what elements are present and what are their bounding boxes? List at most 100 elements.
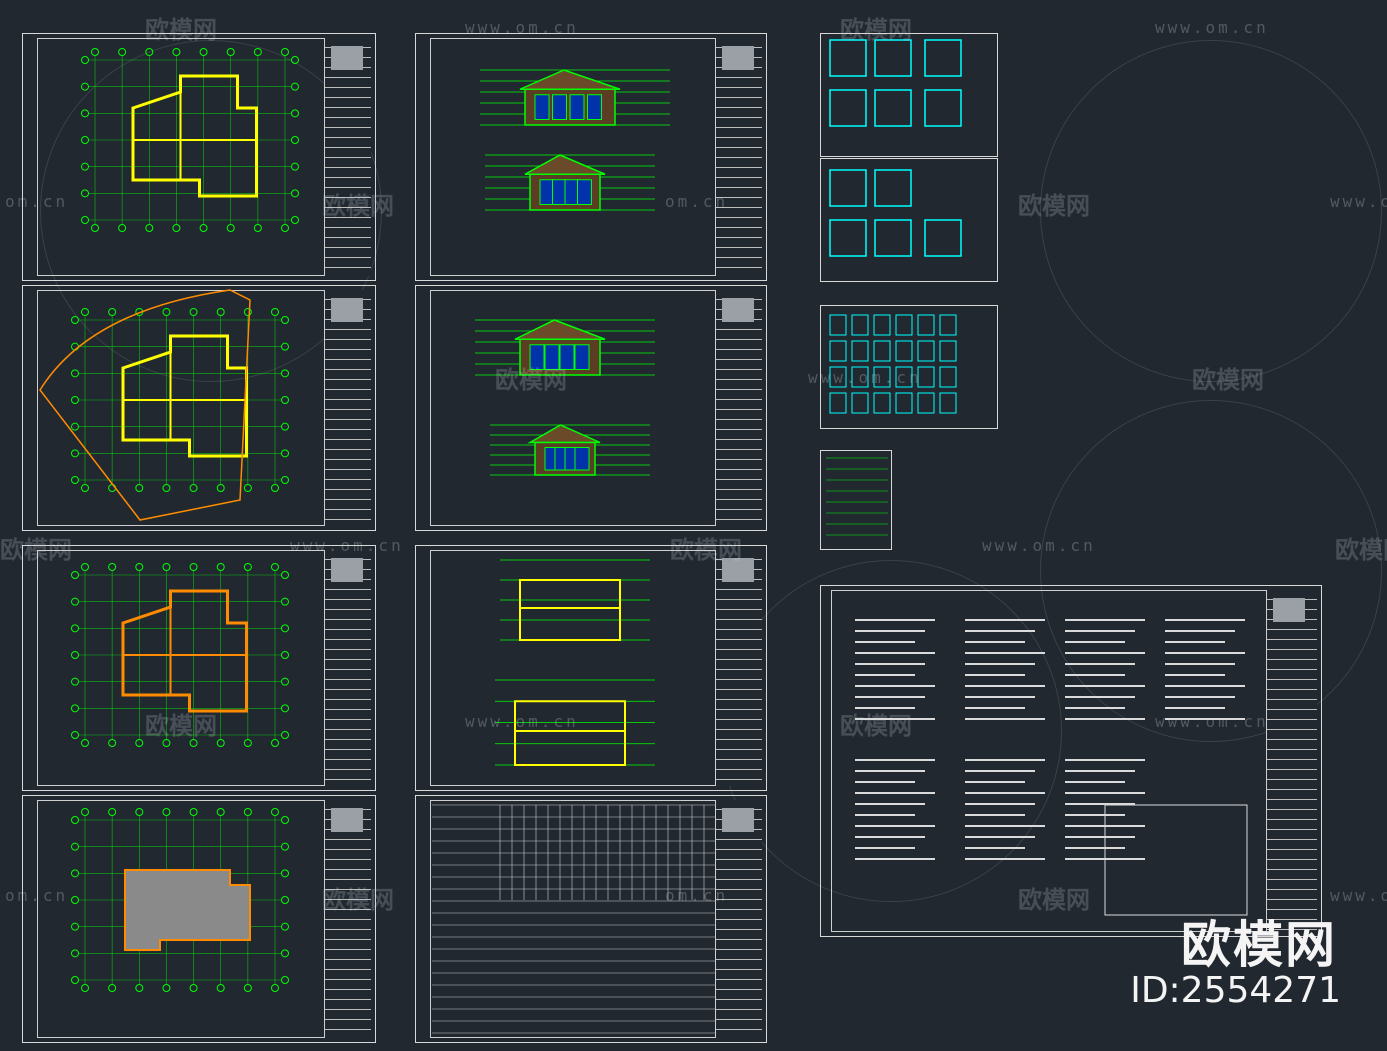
axis-bubble — [71, 677, 79, 686]
window — [564, 179, 580, 205]
axis-bubble — [271, 739, 279, 747]
watermark-url: www.om.cn — [1155, 18, 1269, 37]
detail-drawing — [874, 89, 912, 127]
axis-bubble — [145, 224, 154, 232]
axis-bubble — [291, 136, 299, 144]
axis-bubble — [71, 571, 79, 579]
axis-bubble — [271, 808, 279, 816]
axis-bubble — [71, 422, 79, 431]
axis-bubble — [216, 563, 225, 571]
roof-gable — [527, 424, 601, 444]
window — [574, 344, 590, 370]
axis-bubble — [71, 449, 79, 458]
axis-bubble — [162, 484, 171, 492]
axis-bubble — [281, 597, 289, 606]
window-detail — [917, 314, 935, 336]
sheet-node-details — [820, 450, 892, 550]
axis-bubble — [243, 739, 252, 747]
axis-bubble — [291, 109, 299, 118]
axis-bubble — [281, 624, 289, 633]
axis-bubble — [81, 984, 89, 992]
axis-bubble — [81, 808, 89, 816]
axis-bubble — [81, 739, 89, 747]
watermark-brand: 欧模网 — [495, 366, 567, 394]
sheet-elevations-2 — [415, 285, 767, 531]
axis-bubble — [81, 563, 89, 571]
axis-bubble — [145, 48, 154, 56]
window-detail — [895, 340, 913, 362]
axis-bubble — [162, 984, 171, 992]
axis-bubble — [71, 949, 79, 958]
detail-drawing — [829, 169, 867, 207]
section-cut — [519, 579, 621, 641]
axis-bubble — [281, 48, 289, 56]
window-detail — [829, 314, 847, 336]
axis-bubble — [281, 922, 289, 931]
watermark-url: om.cn — [5, 192, 69, 211]
roof-outline — [124, 869, 251, 951]
window — [577, 179, 592, 205]
axis-bubble — [189, 808, 198, 816]
window — [552, 179, 567, 205]
axis-bubble — [291, 162, 299, 171]
axis-bubble — [71, 316, 79, 324]
axis-bubble — [118, 224, 127, 232]
axis-bubble — [216, 808, 225, 816]
axis-bubble — [281, 449, 289, 458]
axis-bubble — [71, 731, 79, 739]
watermark-url: www.om.cn — [982, 536, 1096, 555]
window-detail — [895, 314, 913, 336]
detail-drawing — [874, 219, 912, 257]
axis-bubble — [81, 136, 89, 144]
watermark-brand: 欧模网 — [0, 536, 72, 564]
axis-bubble — [216, 484, 225, 492]
axis-bubble — [162, 808, 171, 816]
detail-drawing — [924, 219, 962, 257]
detail-drawing — [924, 89, 962, 127]
sheet-details-1 — [820, 33, 998, 157]
axis-bubble — [253, 48, 262, 56]
axis-bubble — [199, 224, 208, 232]
sheet-floor-plan-1 — [22, 33, 376, 281]
axis-bubble — [271, 563, 279, 571]
sheet-sections — [415, 545, 767, 791]
axis-bubble — [71, 704, 79, 713]
watermark-brand: 欧模网 — [840, 712, 912, 740]
watermark-url: www.om.cn — [1330, 886, 1387, 905]
axis-bubble — [226, 48, 235, 56]
floor-plan-walls — [131, 74, 258, 198]
sheet-floor-plan-2 — [22, 545, 376, 791]
window-detail — [829, 366, 847, 388]
axis-bubble — [281, 976, 289, 984]
axis-bubble — [281, 704, 289, 713]
axis-bubble — [281, 896, 289, 904]
axis-bubble — [162, 739, 171, 747]
axis-bubble — [71, 842, 79, 851]
axis-bubble — [216, 984, 225, 992]
axis-bubble — [108, 739, 117, 747]
axis-bubble — [281, 869, 289, 878]
axis-bubble — [162, 563, 171, 571]
axis-bubble — [172, 224, 181, 232]
window-detail — [917, 392, 935, 414]
watermark-brand: 欧模网 — [1018, 192, 1090, 220]
axis-bubble — [243, 984, 252, 992]
sheet-door-window-schedule — [415, 795, 767, 1043]
axis-bubble — [243, 808, 252, 816]
axis-bubble — [81, 484, 89, 492]
watermark-url: om.cn — [5, 886, 69, 905]
axis-bubble — [281, 731, 289, 739]
axis-bubble — [71, 624, 79, 633]
watermark-brand: 欧模网 — [145, 16, 217, 44]
axis-bubble — [189, 563, 198, 571]
axis-bubble — [91, 48, 99, 56]
axis-bubble — [108, 808, 117, 816]
window-detail — [873, 366, 891, 388]
axis-bubble — [81, 216, 89, 224]
axis-bubble — [281, 651, 289, 659]
watermark-url: om.cn — [665, 886, 729, 905]
axis-bubble — [81, 109, 89, 118]
brand-logo-text: 欧模网 — [1181, 916, 1337, 974]
watermark-brand: 欧模网 — [1018, 886, 1090, 914]
axis-bubble — [108, 308, 117, 316]
